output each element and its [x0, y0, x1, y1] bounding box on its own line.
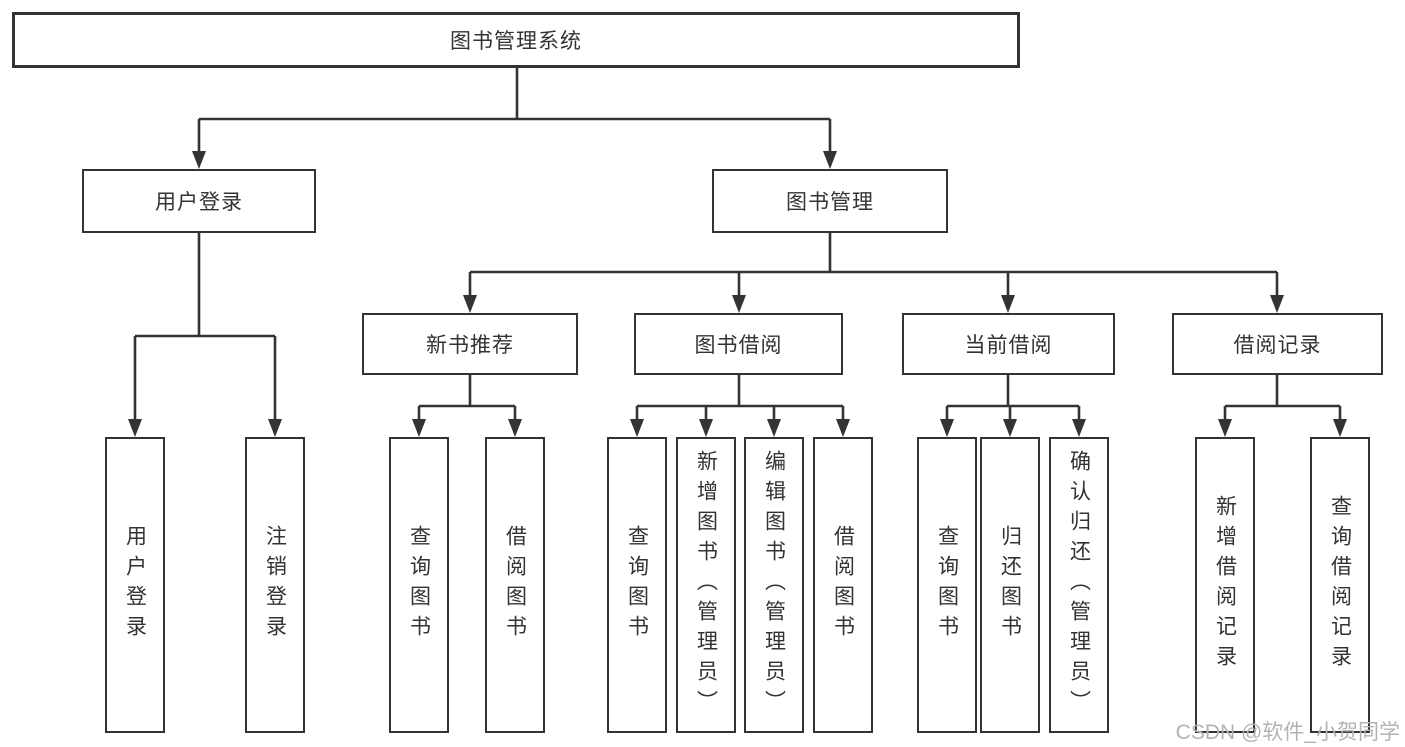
node-label: 图书借阅 — [694, 334, 783, 357]
leaf-label: 归还图书 — [998, 525, 1022, 645]
node-borrowing-records: 借阅记录 — [1172, 313, 1383, 375]
leaf-borrow-books-new-book: 借阅图书 — [485, 437, 545, 733]
leaf-user-login: 用户登录 — [105, 437, 165, 733]
node-label: 用户登录 — [155, 191, 243, 214]
node-current-borrowing: 当前借阅 — [902, 313, 1115, 375]
leaf-label: 新增图书（管理员） — [694, 450, 718, 720]
leaf-confirm-return-admin: 确认归还（管理员） — [1049, 437, 1109, 733]
leaf-label: 借阅图书 — [831, 525, 855, 645]
leaf-label: 查询图书 — [625, 525, 649, 645]
leaf-label: 查询图书 — [407, 525, 431, 645]
leaf-query-borrow-record: 查询借阅记录 — [1310, 437, 1370, 733]
node-user-login: 用户登录 — [82, 169, 316, 233]
leaf-edit-books-admin: 编辑图书（管理员） — [744, 437, 804, 733]
node-label: 借阅记录 — [1233, 334, 1322, 357]
connector-book-mgmt-to-level3 — [463, 233, 1284, 313]
node-label: 图书管理 — [786, 191, 874, 214]
leaf-label: 用户登录 — [123, 525, 147, 645]
leaf-borrow-books-borrowing: 借阅图书 — [813, 437, 873, 733]
leaf-add-borrow-record: 新增借阅记录 — [1195, 437, 1255, 733]
leaf-logout: 注销登录 — [245, 437, 305, 733]
leaf-query-books-borrowing: 查询图书 — [607, 437, 667, 733]
leaf-label: 确认归还（管理员） — [1067, 450, 1091, 720]
node-book-management: 图书管理 — [712, 169, 948, 233]
node-book-borrowing: 图书借阅 — [634, 313, 843, 375]
leaf-label: 注销登录 — [263, 525, 287, 645]
connector-borrowing-records-to-leaves — [1218, 375, 1347, 437]
csdn-watermark: CSDN @软件_小贺同学 — [1175, 721, 1400, 744]
node-library-management-system: 图书管理系统 — [12, 12, 1020, 68]
connector-root-to-level2 — [192, 68, 837, 169]
leaf-return-books: 归还图书 — [980, 437, 1040, 733]
connector-new-book-rec-to-leaves — [412, 375, 522, 437]
leaf-label: 查询图书 — [935, 525, 959, 645]
node-label: 图书管理系统 — [450, 30, 582, 53]
leaf-query-books-new-book: 查询图书 — [389, 437, 449, 733]
connector-current-borrowing-to-leaves — [940, 375, 1086, 437]
connector-book-borrowing-to-leaves — [630, 375, 850, 437]
leaf-label: 借阅图书 — [503, 525, 527, 645]
node-label: 当前借阅 — [964, 334, 1053, 357]
leaf-add-books-admin: 新增图书（管理员） — [676, 437, 736, 733]
leaf-query-books-current: 查询图书 — [917, 437, 977, 733]
leaf-label: 新增借阅记录 — [1213, 495, 1237, 675]
node-new-book-recommendation: 新书推荐 — [362, 313, 578, 375]
node-label: 新书推荐 — [426, 334, 514, 357]
leaf-label: 查询借阅记录 — [1328, 495, 1352, 675]
leaf-label: 编辑图书（管理员） — [762, 450, 786, 720]
connector-user-login-to-leaves — [128, 233, 282, 437]
